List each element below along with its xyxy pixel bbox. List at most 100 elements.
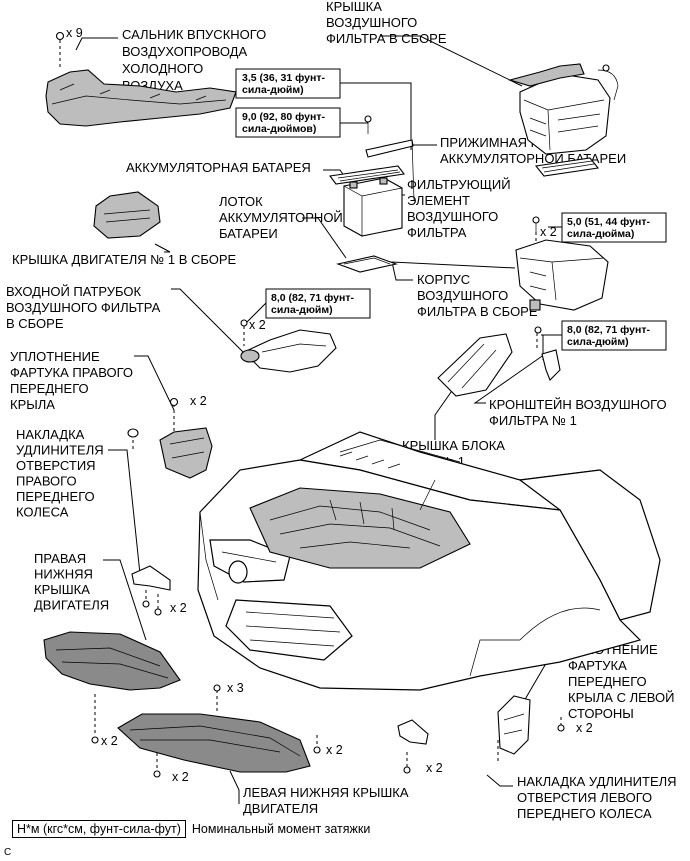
label-line: ВОЗДУШНОГО ФИЛЬТРА — [6, 300, 161, 315]
label-line: 3,5 (36, 31 фунт- — [242, 72, 325, 84]
air-duct-seal-part — [45, 69, 237, 127]
label-line: ХОЛОДНОГО — [122, 61, 203, 76]
torque-spec-4: 8,0 (82, 71 фунт-сила-дюйм) — [271, 292, 354, 316]
label-line: сила-дюйма) — [567, 228, 634, 240]
label-line: КРЫШКА — [34, 582, 90, 597]
qty-seal-bolts: x 9 — [66, 26, 83, 40]
legend-text: Номинальный момент затяжки — [191, 822, 371, 836]
label-line: ПЕРЕДНЕГО — [10, 381, 89, 396]
bolt-icon — [91, 684, 221, 778]
filter-case-part — [515, 216, 609, 311]
label-line: КОРПУС — [417, 272, 470, 287]
rh-fender-seal-part — [127, 397, 213, 479]
label-line: сила-дюйм) — [567, 336, 629, 348]
vehicle-body — [197, 431, 661, 691]
label-line: ОТВЕРСТИЯ ЛЕВОГО — [517, 790, 652, 805]
lh-fender-seal-part — [497, 695, 565, 755]
label-line: КРЫШКА БЛОКА — [402, 438, 505, 453]
qty-rh-seal-bolts: x 2 — [190, 394, 207, 408]
label-line: сила-дюйм) — [242, 84, 304, 96]
air-filter-cap-part — [507, 63, 619, 155]
label-line: ВОЗДУШНОГО — [326, 15, 417, 30]
label-line: ФИЛЬТРА В СБОРЕ — [326, 31, 447, 46]
label-line: НАКЛАДКА УДЛИНИТЕЛЯ — [517, 774, 677, 789]
bolt-icon — [55, 31, 65, 41]
label-line: КРЫШКА ДВИГАТЕЛЯ № 1 В СБОРЕ — [12, 252, 237, 267]
label-line: АККУМУЛЯТОРНАЯ БАТАРЕЯ — [126, 160, 311, 175]
centre-leaders — [419, 479, 436, 511]
label-line: НИЖНЯЯ — [34, 567, 93, 582]
label-line: КРОНШТЕЙН ВОЗДУШНОГО — [489, 397, 667, 412]
qty-left-bolts-1: x 2 — [101, 734, 118, 748]
torque-spec-2: 9,0 (92, 80 фунт-сила-дюймов) — [242, 111, 325, 135]
label-line: ВХОДНОЙ ПАТРУБОК — [6, 284, 142, 299]
label-line: КРЫЛА — [10, 397, 55, 412]
label-line: АККУМУЛЯТОРНОЙ БАТАРЕИ — [440, 151, 626, 166]
label-line: УДЛИНИТЕЛЯ — [16, 443, 104, 458]
label-line: сила-дюйм) — [271, 304, 333, 316]
qty-lh-ext-bolts: x 2 — [426, 761, 443, 775]
label-line: ЛОТОК — [219, 194, 263, 209]
battery-part — [343, 177, 403, 237]
label-line: ВОЗДУХОПРОВОДА — [122, 44, 247, 59]
lh-wheel-ext-part — [397, 719, 429, 774]
engine-cover-part — [93, 191, 161, 239]
qty-rh-under-bolts: x 2 — [170, 601, 187, 615]
label-line: КОЛЕСА — [16, 505, 69, 520]
relay-cover-part — [437, 333, 513, 397]
rh-wheel-ext-part — [131, 565, 171, 616]
label-line: 8,0 (82, 71 фунт- — [271, 292, 354, 304]
qty-case-bolts: x 2 — [540, 225, 557, 239]
label-line: АККУМУЛЯТОРНОЙ — [219, 210, 343, 225]
label-line: 9,0 (92, 80 фунт- — [242, 111, 325, 123]
torque-spec-1: 3,5 (36, 31 фунт-сила-дюйм) — [242, 72, 325, 96]
label-line: ДВИГАТЕЛЯ — [243, 801, 318, 816]
label-line: ФАРТУКА — [568, 658, 627, 673]
battery-clamp-part — [364, 115, 415, 201]
qty-lh-under-bolts: x 2 — [326, 743, 343, 757]
torque-spec-3: 5,0 (51, 44 фунт-сила-дюйма) — [567, 216, 650, 240]
torque-unit-box: Н*м (кгс*см, фунт-сила-фут) — [12, 820, 186, 838]
label-line: ПРАВОГО — [16, 474, 77, 489]
filter-bracket-part — [534, 326, 561, 381]
label-line: УПЛОТНЕНИЕ — [10, 349, 100, 364]
label-line: сила-дюймов) — [242, 123, 316, 135]
label-line: ДВИГАТЕЛЯ — [34, 598, 109, 613]
label-line: ВОЗДУШНОГО — [417, 288, 508, 303]
label-battery: АККУМУЛЯТОРНАЯ БАТАРЕЯ — [126, 160, 311, 175]
legend: Н*м (кгс*см, фунт-сила-фут) Номинальный … — [12, 820, 370, 838]
battery-tray-part — [336, 255, 398, 273]
label-line: СТОРОНЫ — [568, 706, 634, 721]
label-line: КРЫШКА — [326, 0, 382, 14]
label-line: ФАРТУКА ПРАВОГО — [10, 365, 133, 380]
lh-under-cover-part — [117, 713, 321, 773]
qty-lh-seal-bolts: x 2 — [576, 721, 593, 735]
label-line: ПЕРЕДНЕГО КОЛЕСА — [517, 806, 652, 821]
label-line: 5,0 (51, 44 фунт- — [567, 216, 650, 228]
filter-element-part-2 — [534, 157, 600, 177]
qty-left-bolts-2: x 2 — [172, 770, 189, 784]
label-line: В СБОРЕ — [6, 316, 64, 331]
label-line: ПЕРЕДНЕГО — [568, 674, 647, 689]
label-line: КРЫЛА С ЛЕВОЙ — [568, 690, 674, 705]
label-line: ОТВЕРСТИЯ — [16, 458, 96, 473]
label-line: БАТАРЕИ — [219, 226, 278, 241]
rh-under-cover-part — [43, 631, 181, 691]
inlet-part — [240, 319, 337, 373]
qty-inlet-bolts: x 2 — [249, 318, 266, 332]
label-line: ПРАВАЯ — [34, 551, 86, 566]
label-line: 8,0 (82, 71 фунт- — [567, 324, 650, 336]
label-line: ФИЛЬТРУЮЩИЙ — [407, 177, 511, 192]
qty-center-bolts: x 3 — [227, 681, 244, 695]
label-engine-cover: КРЫШКА ДВИГАТЕЛЯ № 1 В СБОРЕ — [12, 252, 237, 267]
label-line: ФИЛЬТРА В СБОРЕ — [417, 304, 538, 319]
